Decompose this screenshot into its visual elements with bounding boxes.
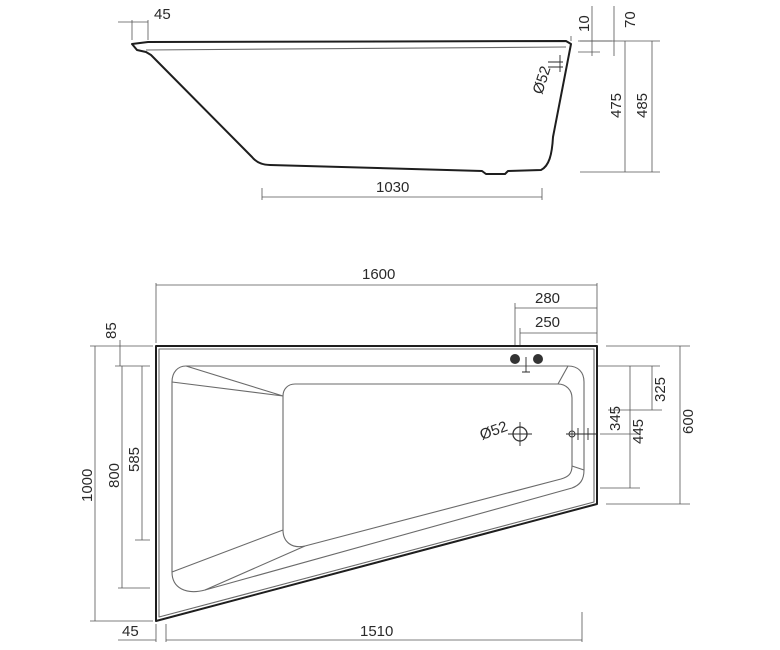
- dim-right-lines: [598, 345, 690, 505]
- dim-rim-width-lines: [118, 20, 149, 40]
- overflow-fitting: [566, 428, 596, 440]
- side-view: 45 10 70 Ø52 475 485 1030: [118, 6, 660, 200]
- tap-hole-right: [533, 354, 543, 364]
- drain-crosshair: [508, 422, 532, 446]
- dim-drain-height: 445: [630, 419, 647, 444]
- dim-bottom-length: 1030: [376, 179, 409, 196]
- top-view-rim-line: [158, 348, 595, 618]
- tap-spout: [522, 357, 530, 373]
- dim-total-width: 1000: [79, 469, 96, 502]
- dim-rim-width: 45: [154, 6, 171, 23]
- top-view-basin-outer: [171, 365, 585, 593]
- dim-short-side: 600: [680, 409, 697, 434]
- dim-bottom-lines: [118, 612, 583, 642]
- dim-tap-offset-outer: 280: [535, 290, 560, 307]
- dim-rim-overhang: 70: [622, 11, 639, 28]
- dim-overflow-height: 345: [607, 406, 624, 431]
- dim-rim-thickness: 10: [576, 15, 593, 32]
- dim-tap-offset-lines: [514, 303, 597, 345]
- overflow-icon: [568, 430, 576, 438]
- top-view-basin-floor: [282, 383, 573, 548]
- dim-bottom-length-lines: [261, 188, 543, 200]
- dim-tap-offset-inner: 250: [535, 314, 560, 331]
- side-view-tub-profile: [131, 40, 572, 175]
- dim-height-lines: [580, 40, 660, 173]
- dim-total-length: 1600: [362, 266, 395, 283]
- dim-backrest-width: 585: [126, 447, 143, 472]
- dim-inner-depth: 475: [608, 93, 625, 118]
- side-view-rim-inner: [145, 46, 567, 51]
- dim-left-lines: [90, 340, 153, 622]
- dim-inner-width: 800: [106, 463, 123, 488]
- top-view: Ø52 1600 280 250 600 325 345 445 85 1000…: [79, 266, 697, 642]
- dim-total-length-lines: [155, 283, 598, 343]
- dim-tap-height: 325: [652, 377, 669, 402]
- dim-bottom-rim: 45: [122, 623, 139, 640]
- dim-rim-top: 85: [103, 322, 120, 339]
- dim-outer-height: 485: [634, 93, 651, 118]
- side-view-overflow-fitting: [548, 55, 563, 72]
- dim-bottom-length-top: 1510: [360, 623, 393, 640]
- side-drain-diameter: Ø52: [530, 64, 555, 96]
- top-view-outer-outline: [155, 345, 598, 622]
- top-view-backrest-edges: [171, 365, 585, 591]
- tap-hole-left: [510, 354, 520, 364]
- top-drain-diameter: Ø52: [478, 418, 510, 444]
